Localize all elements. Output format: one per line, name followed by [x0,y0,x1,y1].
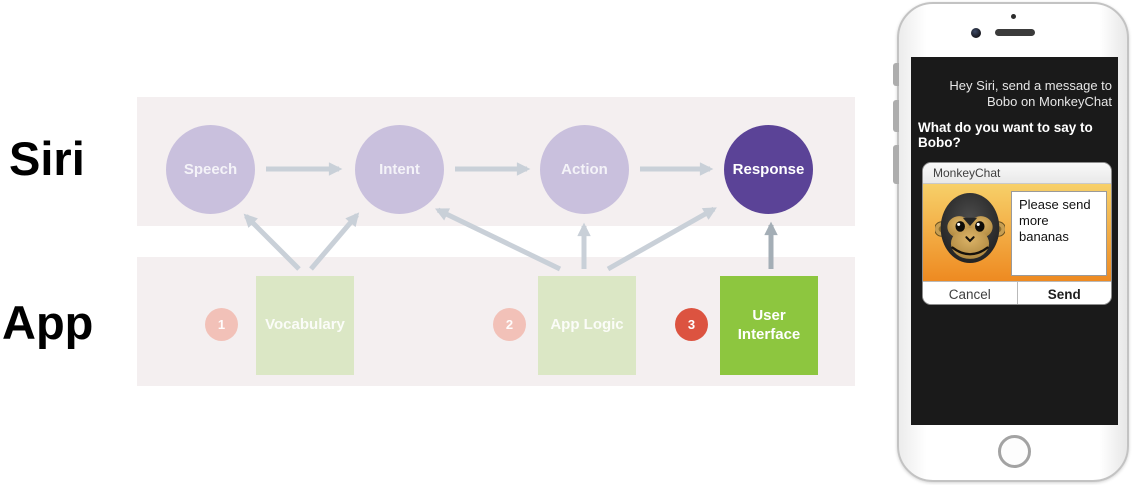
siri-prompt-line2: Bobo? [918,135,961,150]
node-intent: Intent [355,125,444,214]
app-row-label: App [2,296,94,349]
volume-down-button [893,145,899,184]
siri-prompt-line1: What do you want to say to [918,120,1093,135]
monkeychat-card: MonkeyChat [922,162,1112,305]
monkey-avatar-icon [935,193,1005,263]
speaker-grill [995,29,1035,36]
siri-query-line1: Hey Siri, send a message to [949,78,1112,93]
iphone-mockup: Hey Siri, send a message to Bobo on Monk… [893,2,1129,482]
siri-row-label: Siri [9,132,85,185]
card-footer: Cancel Send [923,281,1112,304]
card-message-area: Please send more bananas [923,184,1111,281]
volume-up-button [893,100,899,132]
siri-prompt-text: What do you want to say to Bobo? [918,120,1112,150]
node-speech: Speech [166,125,255,214]
message-preview-box: Please send more bananas [1011,191,1107,276]
node-response-label: Response [732,161,805,178]
box-app-logic: App Logic [538,276,636,375]
node-intent-label: Intent [379,161,420,178]
siri-screen: Hey Siri, send a message to Bobo on Monk… [911,57,1118,425]
box-app-logic-label: App Logic [550,316,624,334]
mute-switch [893,63,899,86]
siri-query-line2: Bobo on MonkeyChat [986,93,1112,109]
step-1-number: 1 [217,317,226,332]
step-3-number: 3 [687,317,696,332]
card-app-name: MonkeyChat [923,163,1111,184]
step-1-badge: 1 [205,308,238,341]
step-2-number: 2 [505,317,514,332]
box-user-interface: User Interface [720,276,818,375]
siri-query-text: Hey Siri, send a message to Bobo on Monk… [919,78,1112,109]
step-3-badge: 3 [675,308,708,341]
home-button[interactable] [998,435,1031,468]
node-action: Action [540,125,629,214]
front-camera-icon [971,28,981,38]
node-response: Response [724,125,813,214]
send-button[interactable]: Send [1016,282,1112,304]
box-vocabulary-label: Vocabulary [265,316,345,334]
message-line2: more bananas [1019,213,1069,244]
box-user-interface-label: User Interface [737,306,801,343]
proximity-sensor-dot [1011,14,1016,19]
cancel-button[interactable]: Cancel [948,286,991,302]
node-speech-label: Speech [183,161,238,178]
step-2-badge: 2 [493,308,526,341]
box-vocabulary: Vocabulary [256,276,354,375]
node-action-label: Action [561,161,608,178]
message-line1: Please send [1019,197,1091,212]
